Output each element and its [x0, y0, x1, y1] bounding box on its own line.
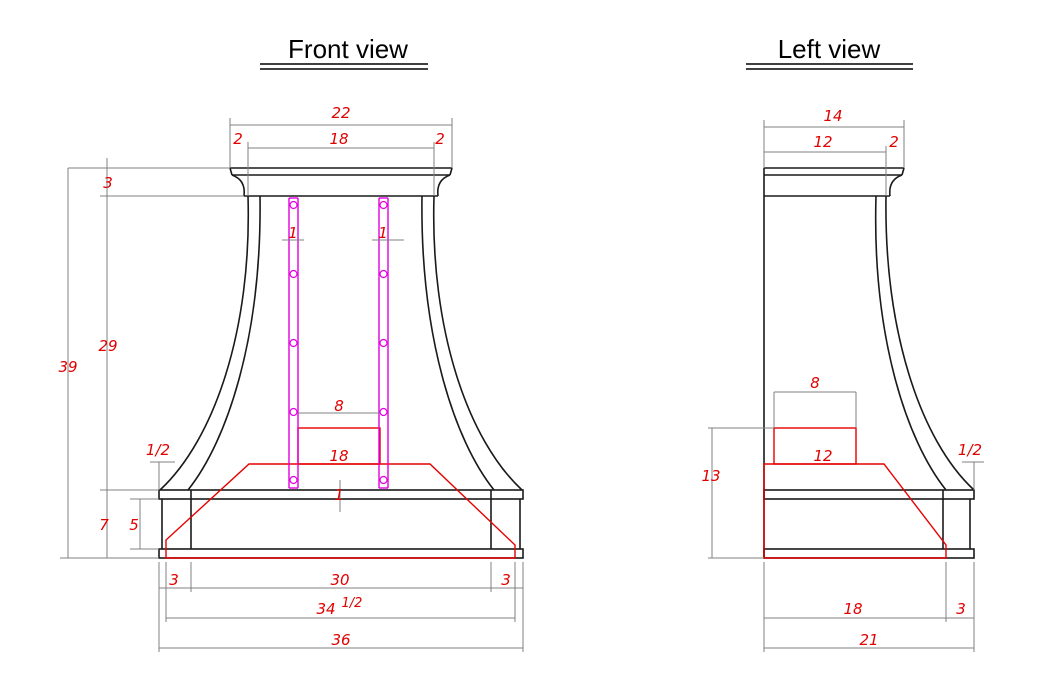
front-dim-top-margin-right: 2	[435, 130, 445, 148]
left-view-title: Left view	[778, 34, 881, 64]
front-dim-crown-height: 3	[103, 174, 113, 192]
front-straps	[288, 197, 389, 489]
left-dim-insert-bottom-depth: 12	[813, 447, 832, 465]
front-dim-insert-width: 8	[334, 397, 344, 415]
left-dim-base-step: 1/2	[958, 441, 982, 459]
front-dim-overall-top-width: 22	[331, 104, 350, 122]
front-dim-base-margin-right: 3	[501, 571, 511, 589]
front-dim-base-width-mid-fraction: 1/2	[342, 596, 363, 611]
left-dim-base-inner-depth: 18	[843, 600, 862, 618]
front-dim-base-margin-left: 3	[169, 571, 179, 589]
left-insert	[763, 427, 947, 559]
front-dim-overall-height: 39	[58, 358, 77, 376]
left-dim-base-margin-right: 3	[956, 600, 966, 618]
front-view-title: Front view	[288, 34, 408, 64]
front-dim-base-step: 1/2	[146, 441, 170, 459]
front-dim-band-total-height: 7	[99, 516, 109, 534]
front-dim-band-thickness: 1	[334, 486, 344, 504]
left-dim-top-margin-right: 2	[889, 133, 899, 151]
front-dim-top-inner-width: 18	[329, 130, 348, 148]
front-dim-base-width-total: 36	[331, 631, 350, 649]
left-dim-insert-depth: 8	[810, 374, 820, 392]
left-dimension-lines	[708, 120, 984, 652]
left-dim-top-inner-depth: 12	[813, 133, 832, 151]
front-dim-band-height: 5	[129, 516, 139, 534]
left-hood-outline	[763, 167, 975, 559]
front-dim-body-height: 29	[98, 337, 117, 355]
left-dim-overall-top-depth: 14	[823, 107, 842, 125]
front-dim-base-width-mid: 34	[316, 600, 335, 618]
front-dim-top-margin-left: 2	[233, 130, 243, 148]
front-dim-base-inner-width: 30	[330, 571, 349, 589]
left-dim-base-depth-total: 21	[859, 631, 878, 649]
front-dimension-lines	[60, 118, 524, 652]
front-dim-strap-width-right: 1	[378, 224, 388, 242]
left-dim-insert-height: 13	[701, 467, 720, 485]
front-dim-insert-bottom-width: 18	[329, 447, 348, 465]
front-dim-strap-width-left: 1	[288, 224, 298, 242]
